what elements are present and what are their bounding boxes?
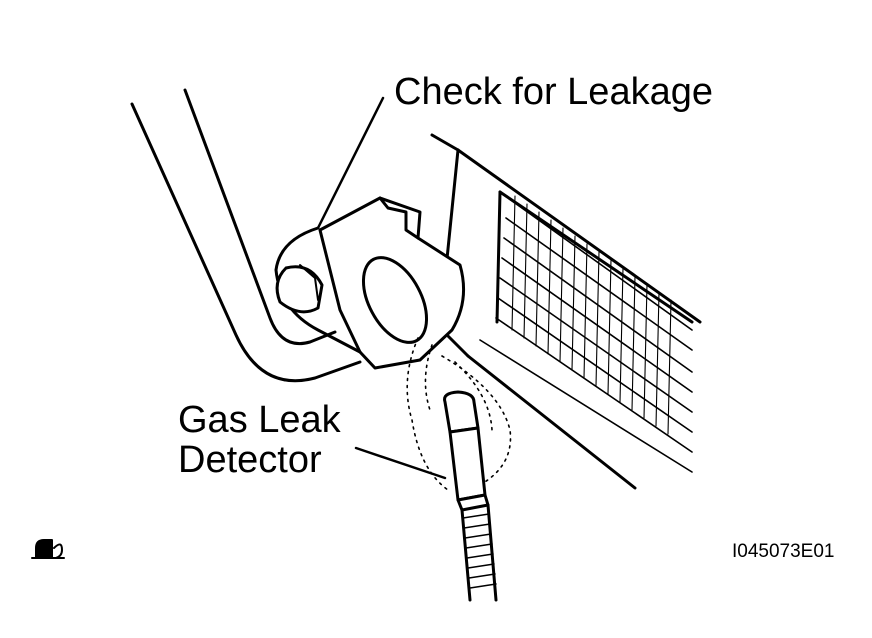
- gas-symbol-icon: [31, 539, 65, 559]
- gas-leak-detector-label-line1: Gas Leak: [178, 399, 341, 441]
- leak-plume: [406, 337, 512, 491]
- refrigerant-pipe: [130, 88, 362, 383]
- gas-leak-detector-label: Gas Leak Detector: [178, 400, 341, 480]
- pipe-fitting: [274, 196, 466, 370]
- probe-hose-rings: [462, 513, 497, 589]
- figure-code: I045073E01: [732, 541, 835, 562]
- detector-leader-line: [354, 446, 447, 480]
- condenser-body: [430, 133, 702, 490]
- gas-leak-detector-probe: [443, 390, 498, 602]
- condenser-fins: [479, 197, 693, 473]
- check-for-leakage-label: Check for Leakage: [394, 71, 713, 113]
- leader-lines: [316, 96, 447, 480]
- check-leader-line: [316, 96, 385, 230]
- gas-leak-detector-label-line2: Detector: [178, 439, 322, 481]
- fin-hatching: [511, 195, 672, 435]
